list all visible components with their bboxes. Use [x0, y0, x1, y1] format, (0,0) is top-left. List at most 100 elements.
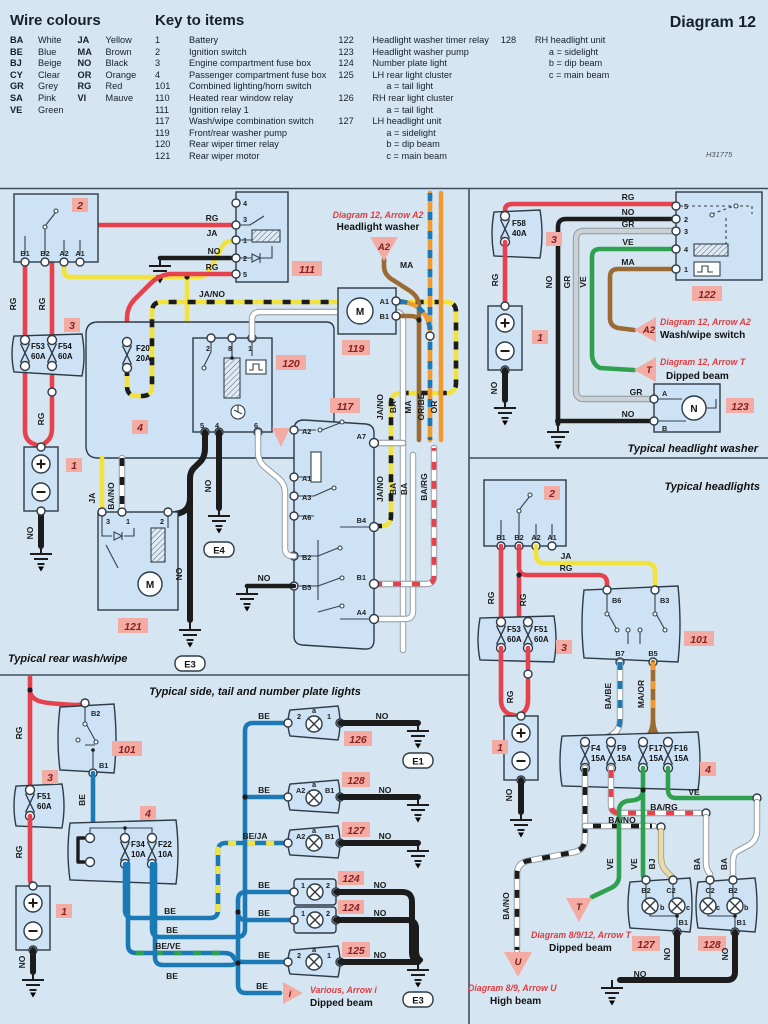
panel-side-tail-lights: Typical side, tail and number plate ligh… [13, 674, 434, 1009]
svg-text:3: 3 [106, 517, 110, 526]
svg-text:15A: 15A [649, 754, 664, 763]
caption-headlight-washer: Typical headlight washer [628, 443, 759, 455]
svg-text:RG: RG [206, 213, 219, 223]
svg-text:B1: B1 [99, 761, 108, 770]
ground-e3: E3 [184, 660, 196, 671]
svg-text:C2: C2 [705, 886, 714, 895]
badge-4b: 4 [144, 808, 151, 820]
ground-e3b: E3 [412, 996, 424, 1007]
svg-text:c: c [686, 903, 690, 912]
svg-text:NO: NO [634, 969, 647, 979]
svg-text:NO: NO [258, 573, 271, 583]
badge-119: 119 [348, 343, 365, 355]
svg-text:15A: 15A [674, 754, 689, 763]
badge-124a: 124 [342, 873, 360, 885]
caption-headlights: Typical headlights [664, 481, 760, 493]
svg-text:5: 5 [684, 202, 688, 211]
svg-text:BE/JA: BE/JA [242, 831, 267, 841]
wire-no [333, 917, 423, 963]
svg-text:A7: A7 [357, 432, 366, 441]
svg-text:BA/NO: BA/NO [106, 482, 116, 510]
svg-text:40A: 40A [512, 229, 527, 238]
svg-text:RG: RG [518, 593, 528, 606]
svg-text:8: 8 [228, 344, 232, 353]
svg-text:1: 1 [327, 712, 331, 721]
svg-text:Dipped beam: Dipped beam [310, 998, 373, 1009]
svg-text:A2: A2 [377, 242, 391, 253]
battery [23, 442, 59, 516]
badge-120: 120 [282, 358, 300, 370]
svg-text:F34: F34 [131, 840, 145, 849]
wire-ba [371, 452, 416, 622]
page-title: Diagram 12 [669, 14, 756, 31]
wire-rg [498, 645, 521, 719]
svg-text:F58: F58 [512, 219, 526, 228]
badge-3b: 3 [551, 234, 557, 246]
svg-text:U: U [515, 957, 523, 968]
lighting-switch-101 [57, 703, 117, 774]
svg-text:Diagram 12, Arrow A2: Diagram 12, Arrow A2 [660, 317, 751, 327]
wire-rg [38, 363, 55, 450]
svg-text:RG: RG [505, 690, 515, 703]
svg-text:BE: BE [164, 906, 176, 916]
svg-text:15A: 15A [591, 754, 606, 763]
svg-text:A1: A1 [75, 249, 84, 258]
svg-text:6: 6 [254, 421, 258, 430]
wire-ja [533, 543, 658, 593]
svg-text:BE: BE [166, 971, 178, 981]
svg-text:BA: BA [388, 401, 398, 413]
fuse-f20: F20 [136, 344, 150, 353]
svg-text:NO: NO [25, 526, 35, 539]
svg-text:BA/NO: BA/NO [501, 892, 511, 920]
svg-text:B4: B4 [357, 516, 367, 525]
badge-127b: 127 [347, 825, 366, 837]
svg-text:A2: A2 [296, 786, 305, 795]
svg-text:5: 5 [200, 421, 204, 430]
svg-text:A4: A4 [357, 608, 367, 617]
svg-text:NO: NO [17, 955, 27, 968]
svg-text:BE: BE [258, 785, 270, 795]
svg-text:Diagram 12, Arrow T: Diagram 12, Arrow T [660, 357, 746, 367]
svg-text:VE: VE [578, 276, 588, 288]
svg-text:2: 2 [206, 344, 210, 353]
wire-no [617, 929, 738, 983]
badge-4: 4 [136, 422, 143, 434]
svg-text:F53: F53 [507, 625, 521, 634]
svg-text:A1: A1 [302, 474, 311, 483]
svg-text:2: 2 [326, 909, 330, 918]
svg-text:JA: JA [561, 551, 572, 561]
ground-e4: E4 [213, 546, 225, 557]
svg-text:NO: NO [174, 567, 184, 580]
svg-text:VE: VE [605, 858, 615, 870]
badge-121: 121 [124, 621, 142, 633]
svg-text:NO: NO [622, 409, 635, 419]
svg-text:F53: F53 [31, 342, 45, 351]
svg-text:F51: F51 [37, 792, 51, 801]
svg-text:NO: NO [379, 831, 392, 841]
svg-text:4: 4 [684, 245, 689, 254]
arrow-a2 [370, 237, 398, 261]
battery-2 [487, 301, 523, 375]
svg-text:N: N [690, 404, 697, 415]
svg-text:a: a [312, 826, 317, 835]
wire-ma [381, 256, 422, 443]
svg-text:B1: B1 [380, 312, 389, 321]
svg-text:MA: MA [400, 260, 413, 270]
svg-text:B6: B6 [612, 596, 621, 605]
svg-text:2: 2 [297, 951, 301, 960]
svg-text:RG: RG [206, 262, 219, 272]
passenger-fuse-box-4 [559, 731, 701, 791]
battery-3 [15, 881, 51, 955]
svg-text:4: 4 [215, 421, 220, 430]
wire-rg [516, 543, 610, 593]
svg-text:B1: B1 [325, 786, 334, 795]
key-title: Key to items [155, 12, 245, 29]
svg-text:NO: NO [374, 950, 387, 960]
svg-text:B2: B2 [514, 533, 523, 542]
svg-text:NO: NO [208, 246, 221, 256]
svg-text:a: a [312, 945, 317, 954]
svg-text:BE: BE [77, 794, 87, 806]
